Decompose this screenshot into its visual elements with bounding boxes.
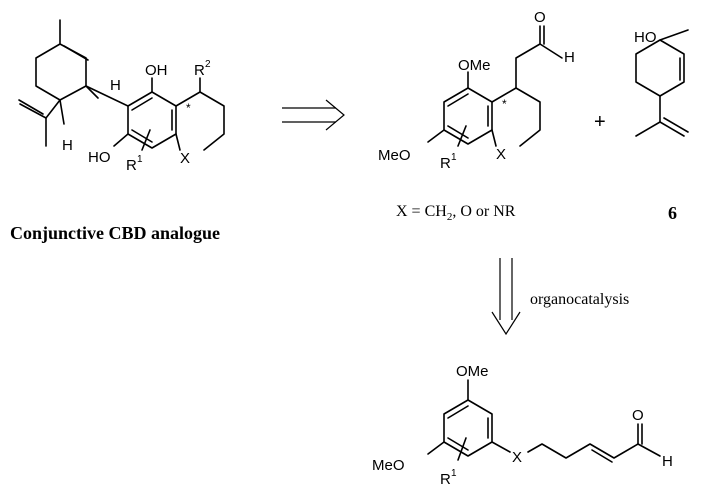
cbd-oh-top-label: OH: [145, 62, 168, 79]
organocatalysis-label: organocatalysis: [530, 291, 629, 308]
enal-r1-label: R: [440, 471, 451, 488]
chromane-meo-left-label: MeO: [378, 147, 411, 164]
cbd-r2-superscript: 2: [205, 59, 211, 70]
retrosynthesis-arrow-right: [282, 99, 345, 131]
aldehyde-h-label: H: [564, 49, 575, 66]
cbd-analogue-caption: Conjunctive CBD analogue: [10, 223, 220, 243]
enal-precursor-structure: OMe MeO X O H R 1: [372, 363, 673, 488]
chromane-r1-superscript: 1: [451, 152, 457, 163]
aldehyde-o-label: O: [534, 9, 546, 26]
chromane-stereocenter-star: *: [502, 97, 507, 111]
chromane-x-label: X: [496, 146, 506, 163]
cbd-r2-label: R: [194, 62, 205, 79]
chromane-r1-label: R: [440, 155, 451, 172]
enal-ome-top-label: OMe: [456, 363, 489, 380]
plus-sign: +: [594, 111, 606, 133]
aldehyde-chromane-structure: O H OMe MeO * X R 1: [378, 9, 575, 172]
x-definition-caption: X = CH2, O or NR: [396, 203, 516, 223]
enal-r1-superscript: 1: [451, 468, 457, 479]
cbd-r1-superscript: 1: [137, 154, 143, 165]
enal-x-label: X: [512, 449, 522, 466]
terpene-ho-label: HO: [634, 29, 657, 46]
cbd-h-bottom-label: H: [62, 137, 73, 154]
cbd-r1-label: R: [126, 157, 137, 174]
cbd-stereocenter-star: *: [186, 101, 191, 115]
cbd-x-label: X: [180, 150, 190, 167]
compound-6-label: 6: [668, 203, 677, 223]
terpene-6-structure: HO: [634, 29, 689, 137]
cbd-analogue-structure: H H OH HO R 2 * X R 1: [18, 19, 225, 174]
chromane-ome-top-label: OMe: [458, 57, 491, 74]
enal-meo-left-label: MeO: [372, 457, 405, 474]
enal-o-label: O: [632, 407, 644, 424]
cbd-h-top-label: H: [110, 77, 121, 94]
cbd-ho-bottom-label: HO: [88, 149, 111, 166]
retrosynthesis-arrow-down: [491, 258, 521, 336]
enal-h-label: H: [662, 453, 673, 470]
